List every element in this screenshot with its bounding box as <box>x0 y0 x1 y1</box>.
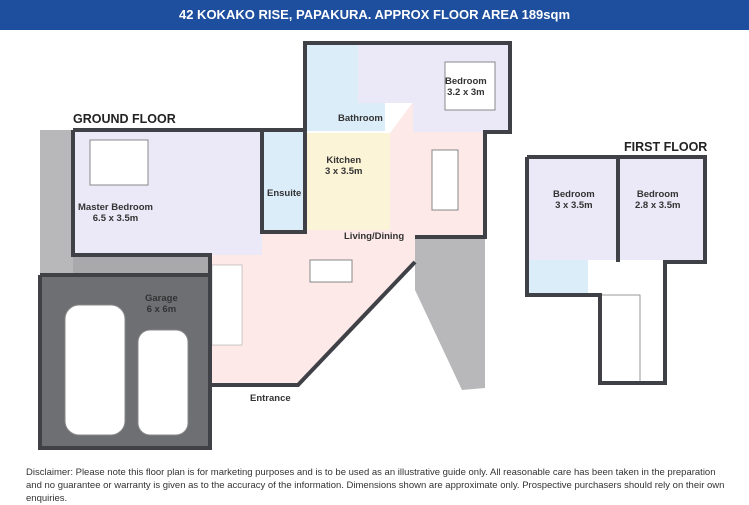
first-floor-bathroom <box>527 260 588 295</box>
stairs <box>211 264 243 346</box>
sofa <box>309 259 353 283</box>
side-path <box>40 130 73 275</box>
first-floor-stairs <box>599 294 641 384</box>
wall-ground <box>73 41 512 239</box>
dining-table <box>431 149 459 211</box>
bed-master <box>89 139 149 186</box>
garage-entry <box>73 255 210 277</box>
header-title: 42 KOKAKO RISE, PAPAKURA. APPROX FLOOR A… <box>0 0 749 30</box>
first-floor-title: FIRST FLOOR <box>624 140 708 154</box>
room-label-living-dining: Living/Dining <box>344 231 405 242</box>
room-label-ensuite: Ensuite <box>267 188 302 199</box>
ensuite-room <box>262 130 305 232</box>
wall-garage <box>38 273 212 450</box>
disclaimer: Disclaimer: Please note this floor plan … <box>26 466 749 505</box>
wall-first-floor <box>525 155 707 385</box>
deck <box>415 237 485 390</box>
car-left <box>64 304 126 436</box>
car-right <box>137 329 189 436</box>
disclaimer-line-1: Disclaimer: Please note this floor plan … <box>26 467 716 478</box>
disclaimer-line-2: and no guarantee or warranty is given as… <box>26 480 725 504</box>
bed-bedroom <box>444 61 496 111</box>
room-label-entrance: Entrance <box>250 393 291 404</box>
wall-inner <box>260 130 307 234</box>
hall-room <box>358 43 413 103</box>
ground-floor-title: GROUND FLOOR <box>73 112 176 126</box>
wall-angle <box>210 260 417 387</box>
kitchen-room <box>305 133 390 230</box>
living-dining-room <box>210 102 485 385</box>
room-label-bathroom: Bathroom <box>338 113 383 124</box>
